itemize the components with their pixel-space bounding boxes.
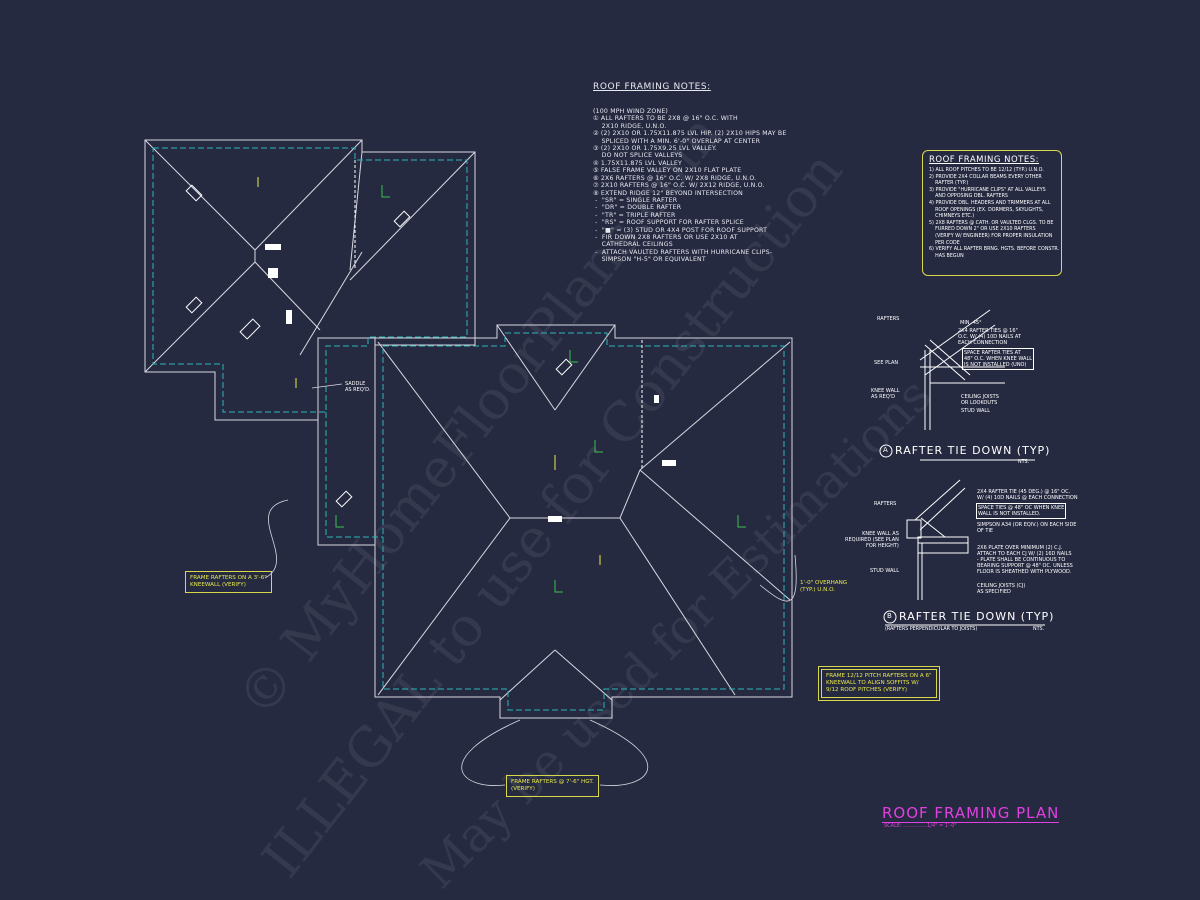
detail-b-marker: B — [887, 612, 892, 620]
note-line: ③ (2) 2x10 OR 1.75x9.25 LVL VALLEY. — [593, 145, 717, 153]
note-line: 5) 2x8 RAFTERS @ CATH. OR VAULTED CLGS. … — [929, 220, 1054, 226]
note-line: ⑦ 2x10 RAFTERS @ 16" O.C. W/ 2x12 RIDGE,… — [593, 182, 765, 190]
detail-b-scale: NTS. — [1033, 627, 1045, 632]
callout-overhang: 1'-0" OVERHANG (TYP.) U.N.O. — [800, 580, 848, 593]
detail-a-scale: NTS. — [1018, 460, 1030, 465]
detail-b-tie: 2x4 RAFTER TIE (45 DEG.) @ 16" OC. W/ (4… — [977, 489, 1078, 501]
note-line: - FIR DOWN 2x8 RAFTERS OR USE 2x10 AT — [593, 233, 738, 241]
note-line: - "DR" = DOUBLE RAFTER — [593, 204, 682, 212]
note-line: (VERIFY W/ ENGINEER) FOR PROPER INSULATI… — [929, 233, 1053, 239]
note-line: PER CODE — [929, 240, 960, 246]
detail-a-space: SPACE RAFTER TIES AT 48" O.C. WHEN KNEE … — [962, 348, 1035, 370]
callout-pitch: FRAME 12/12 PITCH RAFTERS ON A 6" KNEEWA… — [818, 666, 940, 701]
callout-height: FRAME RAFTERS @ 7'-6" HGT. (VERIFY) — [506, 775, 599, 797]
note-line: (100 MPH WIND ZONE) — [593, 108, 669, 116]
detail-b-stud: STUD WALL — [870, 568, 899, 574]
note-line: HAS BEGUN — [929, 253, 964, 259]
note-line: ② (2) 2x10 OR 1.75x11.875 LVL HIP. (2) 2… — [593, 130, 787, 138]
detail-a-min: MIN. 45° — [960, 320, 982, 326]
detail-a-marker: A — [883, 446, 888, 454]
roof-notes-title: ROOF FRAMING NOTES: — [593, 81, 711, 92]
detail-b-plate: 2x6 PLATE OVER MINIMUM (2) C.J. ATTACH T… — [977, 545, 1073, 575]
wall-line-upper-left — [152, 147, 468, 413]
roof-framing-notes: ROOF FRAMING NOTES: (100 MPH WIND ZONE)①… — [593, 69, 786, 271]
detail-b-title: RAFTER TIE DOWN (TYP) — [899, 610, 1055, 623]
detail-b-subtitle: (RAFTERS PERPENDICULAR TO JOISTS) — [885, 627, 978, 632]
note-line: ⑥ 2x6 RAFTERS @ 16" O.C. W/ 2x8 RIDGE, U… — [593, 174, 757, 182]
note-line: ④ 1.75x11.875 LVL VALLEY — [593, 159, 683, 167]
detail-b-rafters: RAFTERS — [874, 501, 897, 507]
detail-b-simpson: SIMPSON A34 (OR EQIV.) ON EACH SIDE OF T… — [977, 522, 1077, 534]
detail-b-ceiling: CEILING JOISTS (CJ) AS SPECIFIED — [977, 583, 1026, 595]
roof-framing-notes-box: ROOF FRAMING NOTES: 1) ALL ROOF PITCHES … — [922, 150, 1062, 276]
note-line: - "TR" = TRIPLE RAFTER — [593, 211, 676, 219]
note-line: DO NOT SPLICE VALLEYS — [593, 152, 683, 160]
note-line: ROOF OPENINGS (EX. DORMERS, SKYLIGHTS, — [929, 207, 1044, 213]
detail-a-title: RAFTER TIE DOWN (TYP) — [895, 444, 1051, 457]
note-line: CHIMNEYS ETC.) — [929, 214, 975, 220]
roof-outline-upper-left — [144, 139, 476, 421]
roof-outline-main — [374, 324, 793, 719]
note-line: CATHEDRAL CEILINGS — [593, 241, 673, 249]
detail-a-ties: 2x4 RAFTER TIES @ 16" O.C. W/ (4) 10d NA… — [958, 328, 1021, 346]
note-line: AND OPPOSING DBL. RAFTERS — [929, 194, 1008, 200]
note-line: FURRED DOWN 2" OR USE 2x10 RAFTERS — [929, 227, 1036, 233]
note-line: RAFTER (TYP.) — [929, 181, 969, 187]
roof-notes-lines: (100 MPH WIND ZONE)① ALL RAFTERS TO BE 2… — [593, 108, 786, 264]
note-line: ⑤ FALSE FRAME VALLEY ON 2x10 FLAT PLATE — [593, 167, 742, 175]
note-line: 2x10 RIDGE, U.N.O. — [593, 122, 667, 130]
note-line: 6) VERIFY ALL RAFTER BRNG. HGTS. BEFORE … — [929, 247, 1060, 253]
note-line: SIMPSON "H-5" OR EQUIVALENT — [593, 256, 706, 264]
plan-scale: SCALE: ...............1/4" = 1'-0" — [884, 823, 957, 829]
note-line: 3) PROVIDE "HURRICANE CLIPS" AT ALL VALL… — [929, 187, 1046, 193]
note-line: - "RS" = ROOF SUPPORT FOR RAFTER SPLICE — [593, 219, 744, 227]
detail-b-space: SPACE TIES @ 48" OC WHEN KNEE WALL IS NO… — [976, 503, 1067, 519]
note-line: - "SR" = SINGLE RAFTER — [593, 196, 678, 204]
note-line: - "■" = (3) STUD OR 4x4 POST FOR ROOF SU… — [593, 226, 768, 234]
roof-notes-box-title: ROOF FRAMING NOTES: — [929, 155, 1040, 165]
roof-notes-box-lines: 1) ALL ROOF PITCHES TO BE 12/12 (TYP.) U… — [929, 168, 1060, 260]
wall-line-main — [382, 332, 785, 711]
note-line: ① ALL RAFTERS TO BE 2x8 @ 16" O.C. WITH — [593, 115, 738, 123]
note-line: ⑧ EXTEND RIDGE 12" BEYOND INTERSECTION — [593, 189, 743, 197]
callout-kneewall: FRAME RAFTERS ON A 3'-6" KNEEWALL (VERIF… — [185, 571, 272, 593]
note-line: 2) PROVIDE 2x4 COLLAR BEAMS EVERY OTHER — [929, 174, 1042, 180]
note-line: SPLICED WITH A MIN. 6'-0" OVERLAP AT CEN… — [593, 137, 761, 145]
callout-saddle: SADDLE AS REQ'D. — [345, 381, 371, 393]
detail-a-see-plan: SEE PLAN — [874, 360, 899, 366]
note-line: 4) PROVIDE DBL. HEADERS AND TRIMMERS AT … — [929, 200, 1051, 206]
note-line: 1) ALL ROOF PITCHES TO BE 12/12 (TYP.) U… — [929, 168, 1044, 173]
note-line: - ATTACH VAULTED RAFTERS WITH HURRICANE … — [593, 248, 773, 256]
detail-a-rafters: RAFTERS — [877, 316, 900, 322]
detail-a-knee-wall: KNEE WALL AS REQ'D — [871, 388, 900, 400]
detail-b-knee-wall: KNEE WALL AS REQUIRED (SEE PLAN FOR HEIG… — [845, 531, 899, 549]
detail-a-stud: STUD WALL — [961, 408, 990, 414]
plan-title: ROOF FRAMING PLAN — [882, 804, 1060, 823]
detail-a-ceiling: CEILING JOISTS OR LOOKOUTS — [961, 394, 999, 406]
